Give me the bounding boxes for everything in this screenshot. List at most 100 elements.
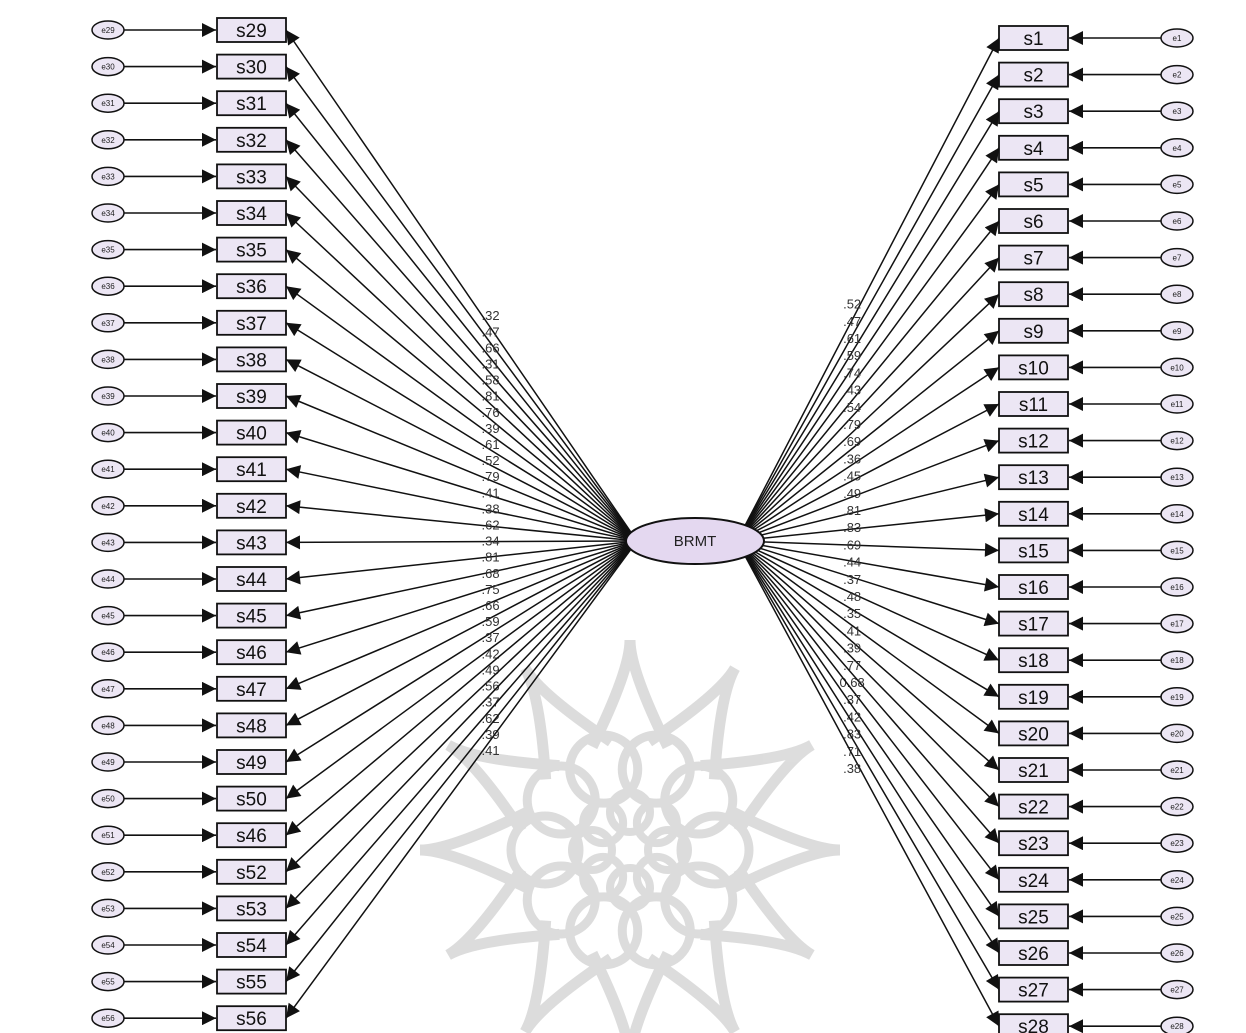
indicator-s12[interactable]: e12s12 [999, 429, 1193, 453]
error-label: e48 [101, 721, 115, 730]
indicator-s17[interactable]: e17s17 [999, 612, 1193, 636]
item-label: s5 [1023, 175, 1043, 196]
item-label: s38 [236, 350, 267, 371]
indicator-s43[interactable]: e43s43 [92, 530, 286, 554]
indicator-s20[interactable]: e20s20 [999, 721, 1193, 745]
latent-variable-brmt[interactable]: BRMT [626, 518, 764, 564]
indicator-s35[interactable]: e35 s35 [92, 238, 286, 262]
loading-label: .38 [843, 761, 861, 776]
indicator-s13[interactable]: e13s13 [999, 465, 1193, 489]
indicator-s46[interactable]: e46s46 [92, 640, 286, 664]
indicator-s47[interactable]: e47s47 [92, 677, 286, 701]
error-label: e3 [1173, 107, 1182, 116]
indicator-s56[interactable]: e56s56 [92, 1006, 286, 1030]
item-label: s37 [236, 314, 267, 335]
loading-path-s3 [737, 111, 999, 541]
loading-path-s55 [286, 541, 637, 982]
indicator-s28[interactable]: e28s28 [999, 1014, 1193, 1033]
loading-label: .81 [843, 503, 861, 518]
indicator-s36[interactable]: e36s36 [92, 274, 286, 298]
item-label: s40 [236, 424, 267, 445]
item-label: s26 [1018, 944, 1049, 965]
loading-label: .39 [482, 421, 500, 436]
loading-label: .68 [482, 566, 500, 581]
indicator-s33[interactable]: e33s33 [92, 164, 286, 188]
indicator-s16[interactable]: e16s16 [999, 575, 1193, 599]
indicator-s42[interactable]: e42s42 [92, 494, 286, 518]
error-label: e30 [101, 63, 115, 72]
indicator-s37[interactable]: e37 s37 [92, 311, 286, 335]
loading-label: .36 [843, 451, 861, 466]
loading-path-s15 [737, 541, 999, 550]
indicator-s10[interactable]: e10s10 [999, 355, 1193, 379]
loading-path-s36 [286, 286, 637, 541]
loading-label: .54 [843, 400, 861, 415]
indicator-s25[interactable]: e25s25 [999, 904, 1193, 928]
loading-path-s14 [737, 514, 999, 541]
loading-label: .48 [843, 589, 861, 604]
indicator-s39[interactable]: e39s39 [92, 384, 286, 408]
indicator-s31[interactable]: e31s31 [92, 91, 286, 115]
loading-label: .45 [843, 469, 861, 484]
loading-path-s47 [286, 541, 637, 689]
item-label: s9 [1023, 322, 1043, 343]
error-label: e22 [1170, 803, 1184, 812]
item-label: s21 [1018, 761, 1049, 782]
indicator-s3[interactable]: e3s3 [999, 99, 1193, 123]
item-label: s11 [1019, 395, 1048, 416]
item-label: s39 [236, 387, 267, 408]
item-label: s1 [1023, 29, 1043, 50]
item-label: s31 [236, 94, 267, 115]
item-label: s35 [236, 241, 267, 262]
error-label: e12 [1170, 437, 1184, 446]
indicator-s30[interactable]: e30s30 [92, 55, 286, 79]
latent-label: BRMT [674, 533, 717, 550]
indicator-s2[interactable]: e2s2 [999, 63, 1193, 87]
loading-label: .44 [843, 555, 861, 570]
loading-label: .56 [482, 679, 500, 694]
error-label: e37 [101, 319, 115, 328]
loading-label: .59 [482, 614, 500, 629]
item-label: s25 [1018, 907, 1049, 928]
error-label: e35 [101, 246, 115, 255]
indicator-s27[interactable]: e27s27 [999, 978, 1193, 1002]
loading-label: .41 [482, 485, 500, 500]
indicator-s29[interactable]: e29s29 [92, 18, 286, 42]
loading-label: .38 [482, 501, 500, 516]
error-label: e17 [1170, 620, 1184, 629]
indicator-s15[interactable]: e15s15 [999, 538, 1193, 562]
indicator-s52[interactable]: e52s52 [92, 860, 286, 884]
indicator-s54[interactable]: e54s54 [92, 933, 286, 957]
error-label: e49 [101, 758, 115, 767]
loading-path-s46 [286, 541, 637, 835]
